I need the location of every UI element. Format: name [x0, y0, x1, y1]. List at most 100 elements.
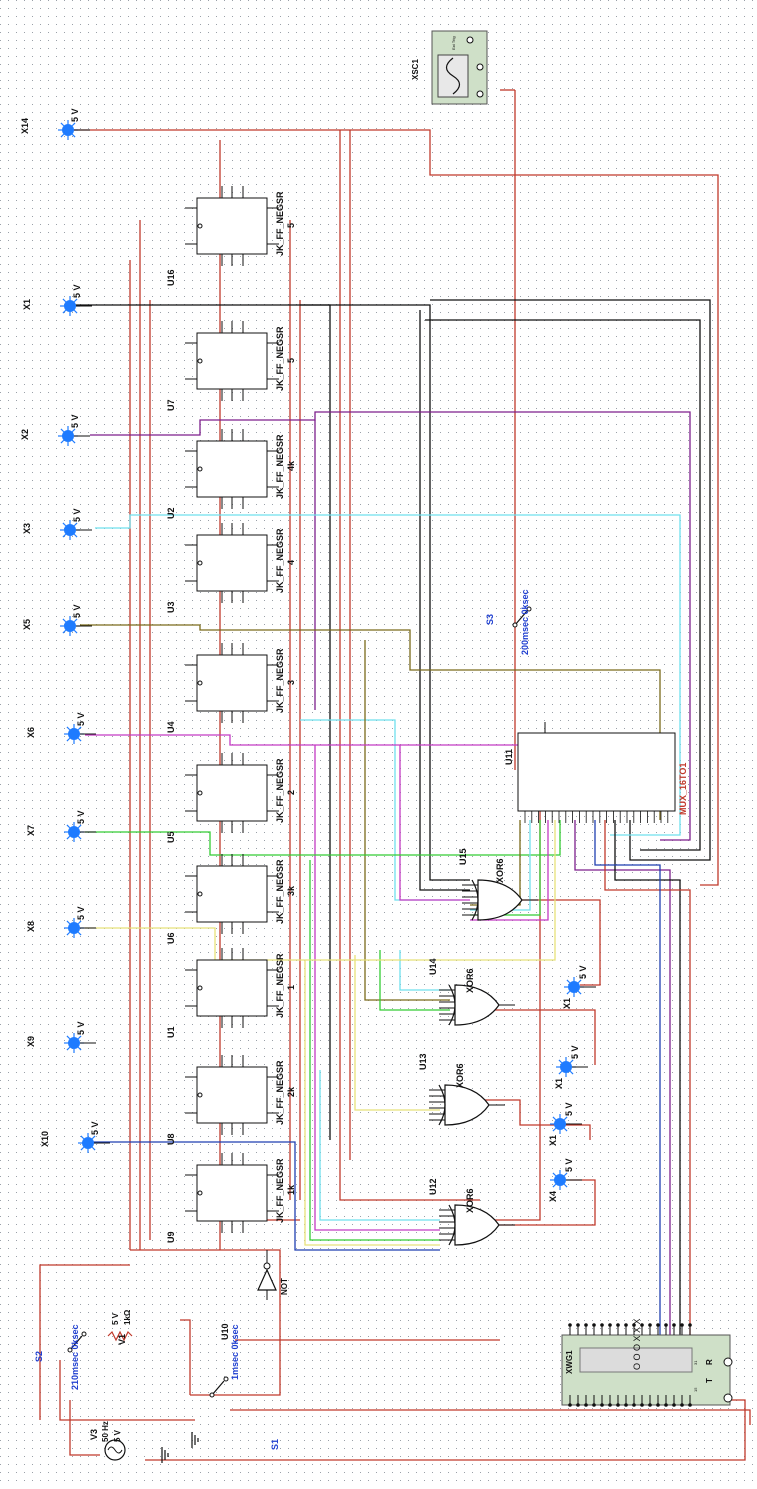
source-voltage-label: 5 V	[111, 1312, 120, 1325]
probe-voltage: 5 V	[72, 604, 82, 618]
pin-dot	[680, 1323, 684, 1327]
flipflop-ref-label: U8	[166, 1133, 176, 1145]
probe-label: X1	[562, 998, 572, 1009]
clock-bubble	[197, 985, 203, 991]
probe-ray	[62, 298, 67, 303]
clock-bubble	[197, 358, 203, 364]
gate-ref-label: U10	[220, 1323, 230, 1340]
flipflop-value-label: 4	[286, 560, 296, 565]
wire-layer	[39, 89, 751, 1461]
gate-ref-label: U15	[458, 848, 468, 865]
clock-bubble	[197, 891, 203, 897]
probe-x4[interactable]: X45 V	[548, 1158, 582, 1202]
probe-label: X10	[40, 1131, 50, 1147]
probe-ray	[71, 122, 76, 127]
flipflop-body	[196, 197, 268, 255]
flipflop-type-label: JK_FF_NEGSR	[275, 1158, 285, 1223]
terminal[interactable]	[466, 36, 474, 44]
pin-dot	[664, 1323, 668, 1327]
terminal[interactable]	[476, 63, 484, 71]
probe-x7[interactable]: X75 V	[26, 810, 96, 842]
terminal[interactable]	[476, 90, 484, 98]
probe-ray	[66, 824, 71, 829]
probe-lamp-icon	[68, 728, 80, 740]
switch-timing-label: 1msec 0ksec	[230, 1324, 240, 1380]
probe-ray	[60, 122, 65, 127]
switch-lever-icon[interactable]	[211, 1380, 225, 1396]
clock-bubble	[197, 790, 203, 796]
probe-ray	[66, 931, 71, 936]
probe-label: X14	[20, 118, 30, 134]
gate-ref-label: U12	[428, 1178, 438, 1195]
flipflop-ref-label: U9	[166, 1231, 176, 1243]
terminal[interactable]	[723, 1357, 733, 1367]
switch-lever-icon[interactable]	[69, 1335, 83, 1351]
probe-x13[interactable]: X15 V	[548, 1102, 582, 1146]
flipflop-ref-label: U4	[166, 721, 176, 733]
flipflop-body	[196, 654, 268, 712]
flipflop-type-label: JK_FF_NEGSR	[275, 191, 285, 256]
xor-gate-u15[interactable]: XOR6 U15	[458, 848, 538, 921]
probe-ray	[552, 1116, 557, 1121]
probe-ray	[62, 618, 67, 623]
flipflop-type-label: JK_FF_NEGSR	[275, 1060, 285, 1125]
flipflop-value-label: 5	[286, 223, 296, 228]
pin-dot	[584, 1323, 588, 1327]
flipflop-value-label: 1	[286, 985, 296, 990]
probe-ray	[552, 1127, 557, 1132]
terminal	[526, 606, 532, 612]
probe-x5[interactable]: X5 5 V	[22, 604, 92, 636]
probe-voltage: 5 V	[564, 1158, 574, 1172]
probe-ray	[73, 533, 78, 538]
probe-ray	[558, 1070, 563, 1075]
terminal[interactable]	[723, 1393, 733, 1403]
probe-label: X5	[22, 619, 32, 630]
probe-x1[interactable]: X15 V	[22, 284, 92, 316]
probe-x2[interactable]: X25 V	[20, 414, 90, 446]
gate-type-label: XOR6	[495, 858, 505, 883]
flipflop-body	[196, 1164, 268, 1222]
probe-x6[interactable]: X65 V	[26, 712, 96, 744]
waveform-icon	[445, 57, 461, 95]
probe-x8[interactable]: X85 V	[26, 906, 96, 938]
probe-lamp-icon	[554, 1174, 566, 1186]
xor-curve	[448, 984, 456, 1026]
flipflop-type-label: JK_FF_NEGSR	[275, 758, 285, 823]
switch-lever-icon[interactable]	[514, 610, 528, 626]
word-generator-display	[579, 1347, 693, 1373]
probe-x11[interactable]: X15 V	[562, 965, 596, 1009]
clock-bubble	[197, 680, 203, 686]
probe-x9[interactable]: X95 V	[26, 1021, 96, 1053]
probe-ray	[558, 1059, 563, 1064]
mux-body	[517, 732, 676, 812]
probe-x3[interactable]: X35 V	[22, 508, 92, 540]
mux-type-label: MUX_16TO1	[678, 763, 688, 815]
probe-voltage: 5 V	[76, 906, 86, 920]
gate-type-label: XOR6	[465, 968, 475, 993]
probe-x12[interactable]: X15 V	[554, 1045, 588, 1089]
